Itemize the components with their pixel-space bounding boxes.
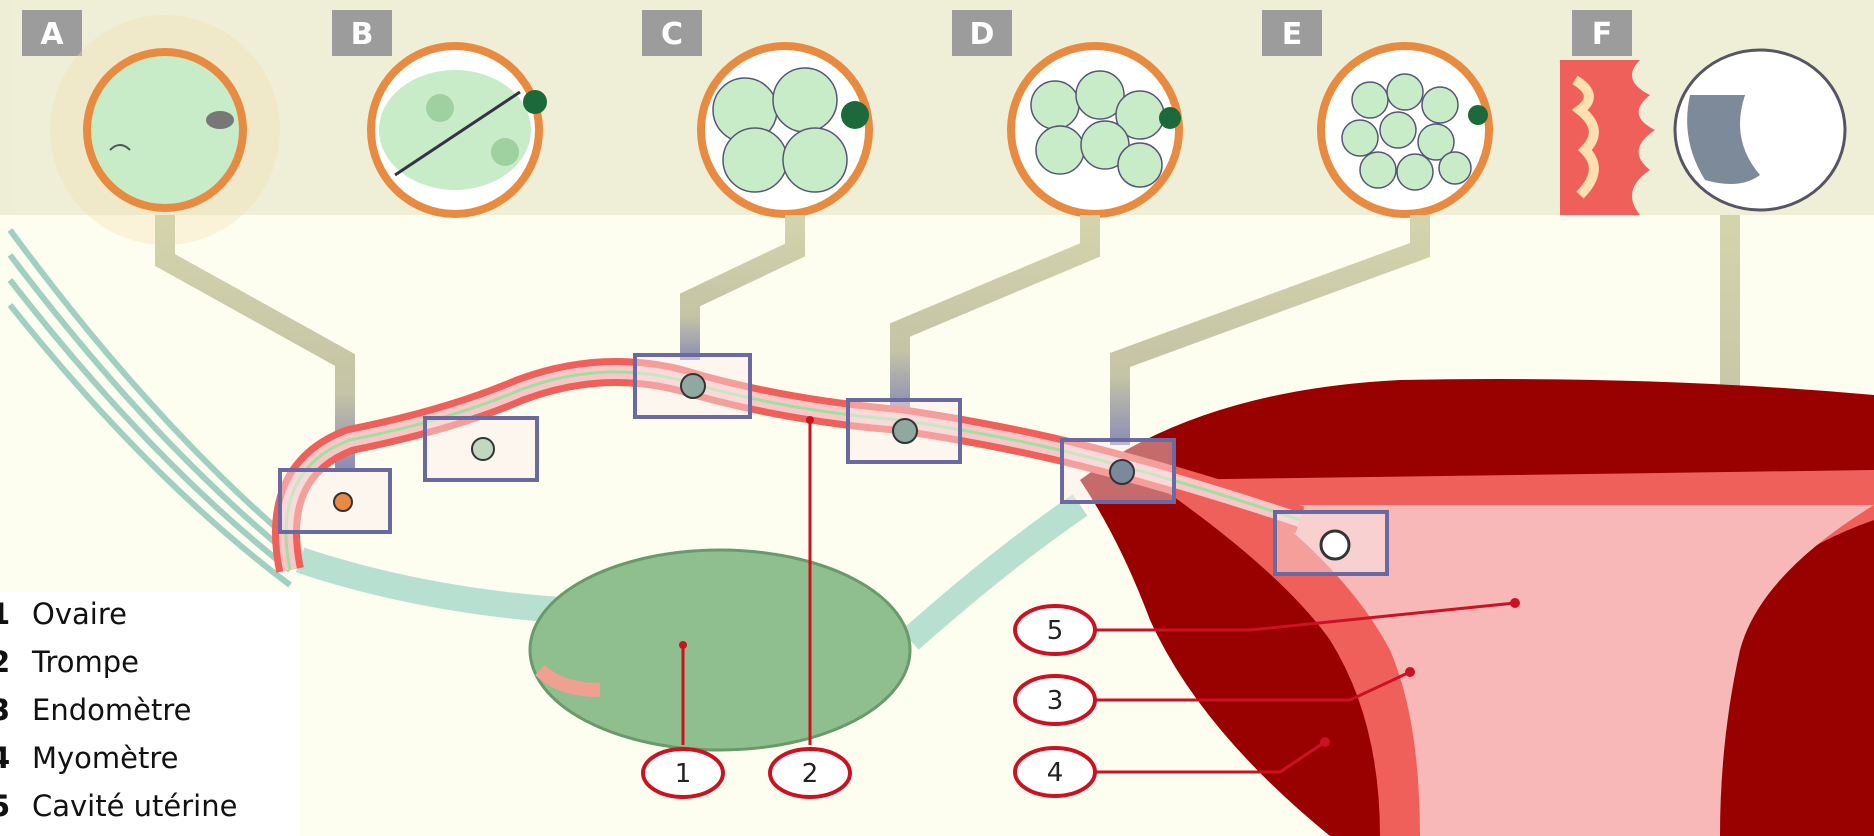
legend-item-cavite-uterine: 5 Cavité utérine xyxy=(0,784,237,828)
legend-item-endometre: 3 Endomètre xyxy=(0,688,191,732)
svg-text:3: 3 xyxy=(1047,686,1064,716)
ligament-strands xyxy=(10,230,290,585)
legend-label: Trompe xyxy=(32,645,139,679)
legend-item-trompe: 2 Trompe xyxy=(0,640,139,684)
legend-number: 3 xyxy=(0,688,14,732)
legend-label: Ovaire xyxy=(32,597,127,631)
stage-letter-a: A xyxy=(40,17,64,52)
legend-number: 1 xyxy=(0,592,14,636)
legend-number: 4 xyxy=(0,736,14,780)
stage-panel-e: E xyxy=(1250,0,1560,218)
ovary-ligament-left xyxy=(300,560,560,610)
stage-letter-c: C xyxy=(661,17,683,52)
callout-2: 2 xyxy=(770,749,850,797)
stage-letter-d: D xyxy=(970,17,995,52)
legend-item-myometre: 4 Myomètre xyxy=(0,736,179,780)
ovary xyxy=(530,550,910,750)
svg-text:4: 4 xyxy=(1047,758,1064,788)
legend-label: Myomètre xyxy=(32,741,179,775)
stage-letter-b: B xyxy=(351,17,374,52)
stage-panel-a: A xyxy=(10,0,320,245)
legend: 1 Ovaire 2 Trompe 3 Endomètre 4 Myomètre 5 Ca… xyxy=(0,592,300,836)
legend-number: 2 xyxy=(0,640,14,684)
stage-panel-d: D xyxy=(940,0,1250,218)
stage-letter-f: F xyxy=(1592,17,1613,52)
legend-item-ovaire: 1 Ovaire xyxy=(0,592,127,636)
callout-1: 1 xyxy=(643,749,723,797)
legend-number: 5 xyxy=(0,784,14,828)
svg-text:1: 1 xyxy=(675,759,692,789)
svg-text:2: 2 xyxy=(802,759,819,789)
legend-label: Endomètre xyxy=(32,693,191,727)
svg-text:5: 5 xyxy=(1047,616,1064,646)
callout-4: 4 xyxy=(1015,748,1095,796)
callout-3: 3 xyxy=(1015,676,1095,724)
stage-panel-b: B xyxy=(320,0,630,218)
stage-letter-e: E xyxy=(1282,17,1303,52)
callout-5: 5 xyxy=(1015,606,1095,654)
stage-panel-f: F xyxy=(1560,0,1874,215)
stage-panel-c: C xyxy=(630,0,940,218)
legend-label: Cavité utérine xyxy=(32,789,237,823)
